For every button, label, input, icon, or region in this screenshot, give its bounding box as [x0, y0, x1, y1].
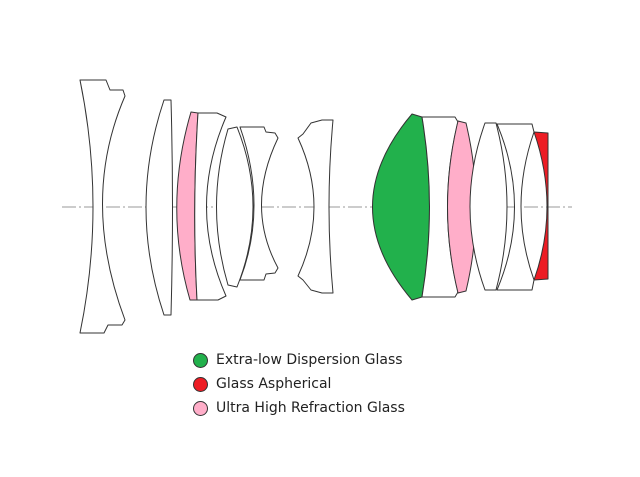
element-13	[533, 131, 549, 281]
legend-label: Ultra High Refraction Glass	[216, 400, 405, 416]
element-4	[194, 112, 227, 301]
green-circle-icon	[193, 352, 208, 368]
element-8	[372, 113, 430, 301]
legend-item-aspherical: Glass Aspherical	[193, 372, 405, 396]
pink-circle-icon	[193, 400, 208, 416]
legend-label: Extra-low Dispersion Glass	[216, 352, 403, 368]
element-6	[239, 126, 279, 281]
element-12	[496, 123, 535, 291]
element-11	[469, 122, 508, 291]
element-2	[145, 99, 173, 316]
legend: Extra-low Dispersion Glass Glass Aspheri…	[193, 348, 405, 420]
element-7	[297, 119, 334, 294]
legend-label: Glass Aspherical	[216, 376, 332, 392]
element-1	[79, 79, 126, 334]
legend-item-extra-low-dispersion: Extra-low Dispersion Glass	[193, 348, 405, 372]
red-circle-icon	[193, 376, 208, 392]
legend-item-ultra-high-refraction: Ultra High Refraction Glass	[193, 396, 405, 420]
element-5	[216, 126, 254, 288]
